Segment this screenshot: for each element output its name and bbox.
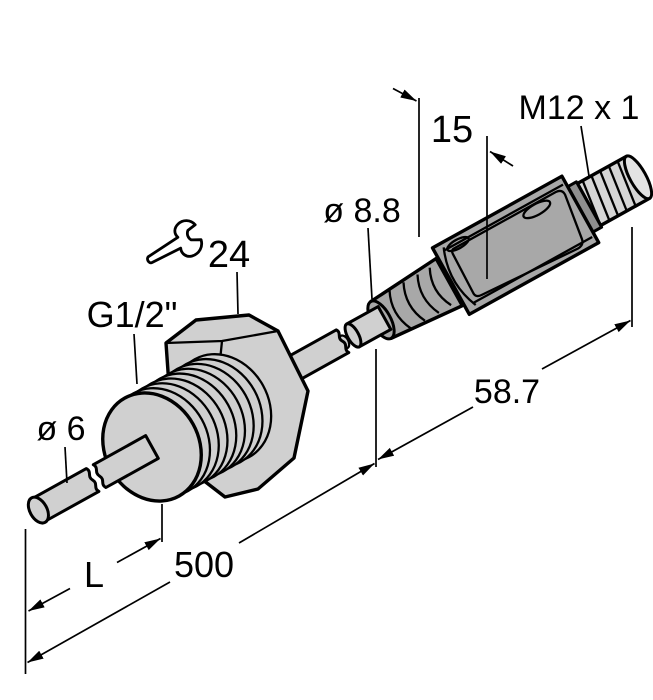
wrench-size-label: 24 [208, 234, 250, 276]
dim-15-arrow-left [392, 87, 417, 102]
dim-58-7-label: 58.7 [474, 373, 540, 411]
dim-length-label: L [84, 554, 104, 595]
dim-587-line-b [541, 319, 631, 370]
dim-15-arrow-right [489, 150, 514, 167]
dim-587-line-a [377, 406, 474, 461]
connector-thread-label: M12 x 1 [519, 89, 640, 127]
leader-probe-tip-diameter [64, 446, 68, 484]
sensor-assembly [26, 154, 653, 525]
leader-process-thread [133, 333, 138, 385]
dim-500-line-b [238, 462, 375, 544]
dim-500-label: 500 [174, 544, 234, 585]
process-thread-label: G1/2" [87, 294, 178, 335]
probe-tip-diameter-label: ø 6 [36, 410, 85, 448]
connector-body [430, 174, 601, 316]
body-top-detent [522, 199, 552, 220]
wrench-icon [146, 219, 204, 265]
m12-thread [575, 154, 653, 228]
leader-wrench-size [236, 271, 239, 315]
leader-sleeve-diameter [367, 227, 373, 300]
dimensions: ø 6 G1/2" 24 ø 8.8 M12 x 1 15 58.7 500 L [24, 87, 640, 674]
probe-tip [26, 467, 101, 525]
dim-L-line-a [28, 587, 71, 612]
dim-15-label: 15 [431, 109, 473, 151]
probe-rod [91, 434, 160, 489]
sleeve-diameter-label: ø 8.8 [323, 192, 400, 230]
dim-500-line-a [27, 581, 171, 664]
dim-L-line-b [116, 537, 161, 564]
connector-flat-panel [450, 189, 584, 298]
leader-connector-thread [580, 125, 590, 177]
